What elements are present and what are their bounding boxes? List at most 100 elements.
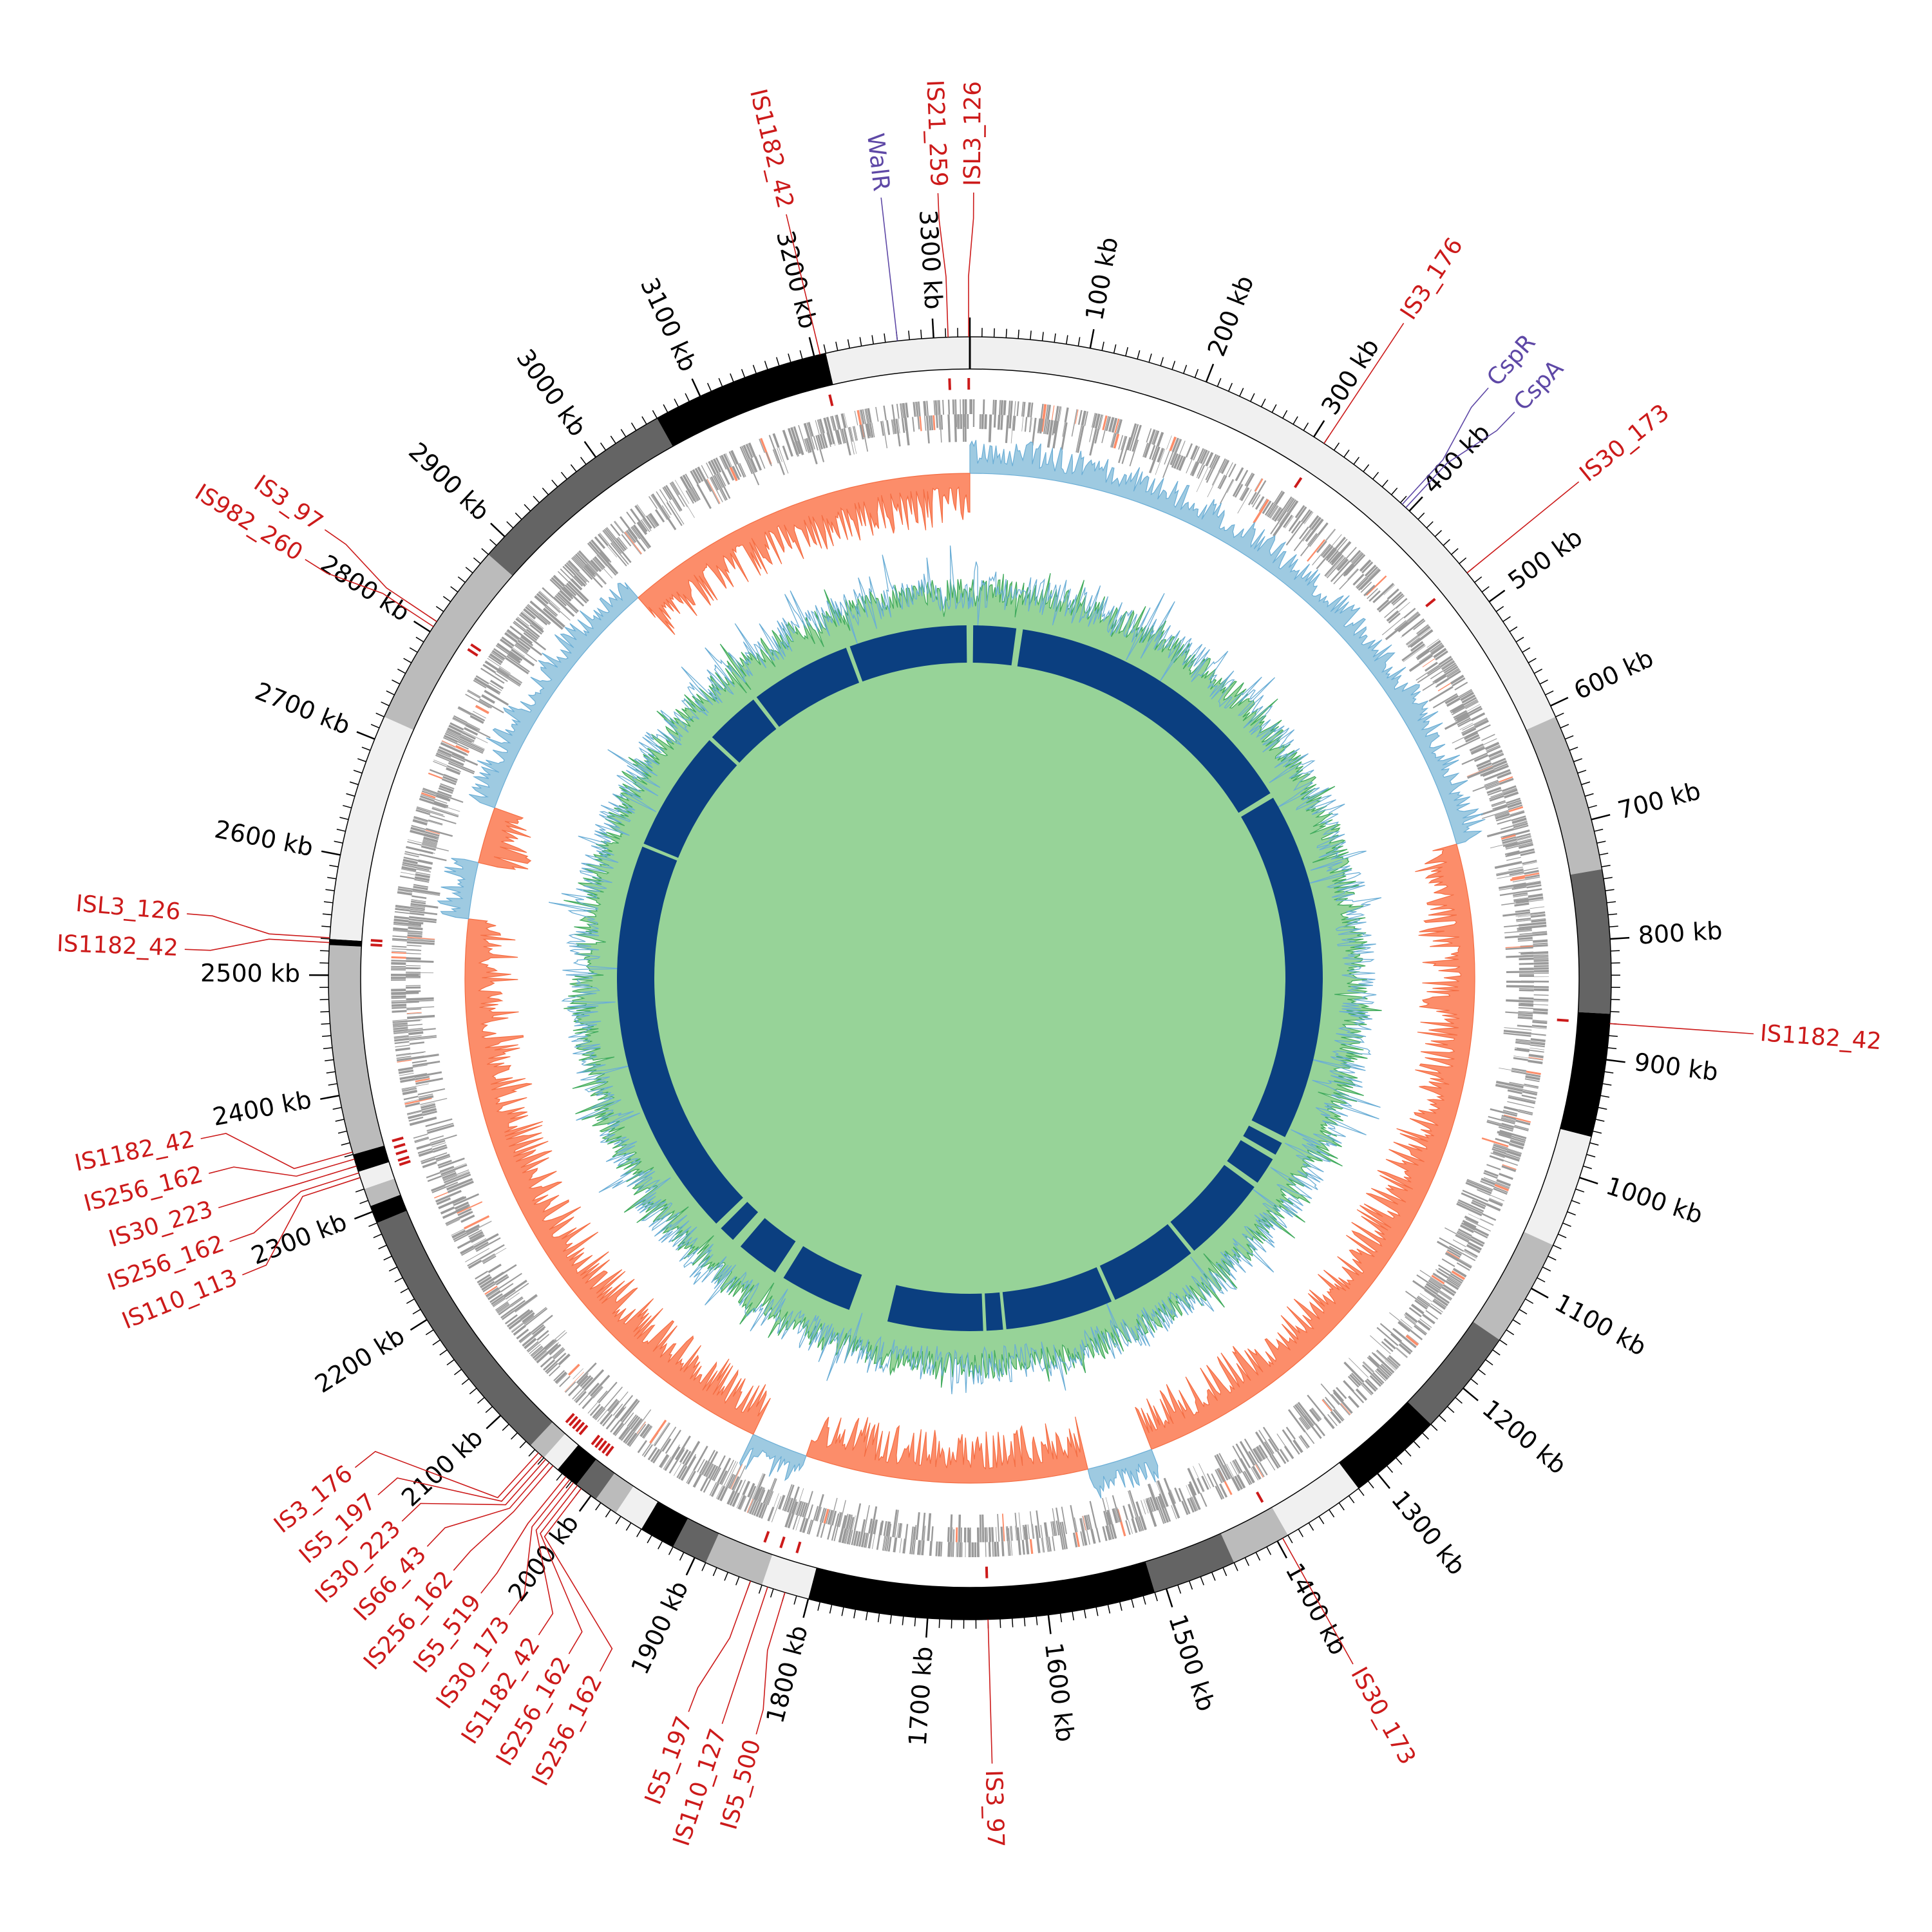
minor-tick bbox=[1030, 330, 1032, 340]
tick-label: 1700 kb bbox=[904, 1645, 938, 1747]
gc-skew-negative-region bbox=[1135, 843, 1475, 1450]
minor-tick bbox=[1107, 1604, 1111, 1614]
minor-tick bbox=[1367, 1481, 1374, 1489]
minor-tick bbox=[1603, 876, 1613, 880]
tick-label: 600 kb bbox=[1569, 644, 1658, 705]
minor-tick bbox=[1434, 530, 1442, 537]
minor-tick bbox=[1519, 1309, 1528, 1315]
minor-tick bbox=[565, 1481, 573, 1489]
ideogram-band-dark bbox=[1407, 1321, 1500, 1425]
minor-tick bbox=[1593, 1130, 1602, 1134]
minor-tick bbox=[741, 368, 746, 378]
major-tick bbox=[1610, 936, 1630, 940]
minor-tick bbox=[1386, 1465, 1394, 1473]
core-genome-segment bbox=[1099, 1224, 1191, 1300]
ideogram-band-light bbox=[1272, 1463, 1359, 1535]
ideogram-band-light bbox=[970, 337, 1556, 730]
minor-tick bbox=[473, 557, 481, 564]
ideogram-band-mid bbox=[1220, 1507, 1288, 1563]
ideogram-band-dark bbox=[673, 1518, 719, 1563]
ideogram-band-dark bbox=[488, 418, 673, 576]
label-leader-line bbox=[535, 1482, 574, 1636]
is-element-mark bbox=[399, 1160, 411, 1166]
is-element-label: ISL3_126 bbox=[960, 81, 987, 186]
label-leader-line bbox=[1405, 412, 1515, 508]
minor-tick bbox=[853, 1609, 857, 1618]
minor-tick bbox=[1417, 512, 1425, 520]
minor-tick bbox=[329, 864, 339, 867]
tick-label: 200 kb bbox=[1202, 272, 1259, 361]
minor-tick bbox=[1426, 521, 1434, 529]
major-tick bbox=[685, 1557, 696, 1576]
minor-tick bbox=[914, 1617, 916, 1627]
minor-tick bbox=[1492, 1349, 1501, 1356]
minor-tick bbox=[1095, 1607, 1099, 1616]
minor-tick bbox=[1041, 332, 1044, 341]
minor-tick bbox=[1604, 1071, 1614, 1074]
minor-tick bbox=[668, 1546, 674, 1555]
minor-tick bbox=[1439, 1415, 1446, 1423]
major-tick bbox=[1463, 1387, 1479, 1401]
minor-tick bbox=[1584, 793, 1594, 797]
ideogram-band-mid bbox=[705, 1533, 773, 1586]
minor-tick bbox=[1036, 1616, 1038, 1625]
minor-tick bbox=[355, 1188, 365, 1193]
gc-skew-positive-region bbox=[739, 1434, 807, 1481]
ideogram-band-light bbox=[358, 1162, 395, 1189]
core-genome-segment bbox=[972, 625, 1017, 666]
gc-skew-track bbox=[437, 440, 1486, 1499]
major-tick bbox=[1165, 1588, 1173, 1608]
ideogram-band-mid bbox=[1526, 717, 1602, 875]
is-element-label: IS1182_42 bbox=[1759, 1020, 1882, 1055]
core-genome-segment bbox=[1241, 797, 1323, 1137]
minor-tick bbox=[1188, 1580, 1193, 1590]
minor-tick bbox=[938, 1618, 940, 1628]
label-leader-line bbox=[184, 938, 330, 951]
minor-tick bbox=[515, 512, 522, 520]
minor-tick bbox=[1142, 1595, 1146, 1605]
is-element-mark bbox=[1425, 598, 1436, 608]
tick-label: 1300 kb bbox=[1386, 1485, 1471, 1580]
minor-tick bbox=[403, 658, 412, 663]
minor-tick bbox=[605, 1509, 611, 1518]
minor-tick bbox=[1125, 347, 1128, 356]
minor-tick bbox=[450, 586, 459, 592]
is-element-label: IS30_173 bbox=[1345, 1663, 1421, 1769]
ideogram-bands bbox=[328, 336, 1612, 1620]
minor-tick bbox=[1537, 1277, 1546, 1283]
minor-tick bbox=[1474, 576, 1482, 583]
minor-tick bbox=[1083, 1609, 1086, 1618]
minor-tick bbox=[1495, 606, 1504, 612]
minor-tick bbox=[489, 538, 497, 546]
minor-tick bbox=[359, 1200, 368, 1204]
is-element-label: IS3_97 bbox=[980, 1770, 1009, 1848]
minor-tick bbox=[335, 1119, 345, 1122]
minor-tick bbox=[793, 1595, 797, 1605]
minor-tick bbox=[368, 1222, 377, 1227]
minor-tick bbox=[610, 435, 616, 444]
minor-tick bbox=[1470, 1378, 1479, 1385]
minor-tick bbox=[406, 1298, 415, 1304]
minor-tick bbox=[1211, 1572, 1216, 1581]
minor-tick bbox=[537, 1457, 545, 1465]
gc-content-track bbox=[548, 545, 1382, 1394]
major-tick bbox=[1488, 589, 1506, 603]
minor-tick bbox=[336, 828, 346, 832]
minor-tick bbox=[392, 679, 401, 685]
tick-label: 2800 kb bbox=[316, 549, 415, 627]
major-tick bbox=[1550, 697, 1569, 707]
gc-skew-negative-region bbox=[464, 918, 771, 1435]
core-genome-segment bbox=[849, 625, 967, 682]
ideogram-band-light bbox=[762, 1554, 817, 1599]
minor-tick bbox=[469, 1388, 477, 1395]
minor-tick bbox=[326, 1071, 336, 1074]
minor-tick bbox=[320, 938, 330, 940]
minor-tick bbox=[859, 337, 862, 346]
minor-tick bbox=[394, 1277, 403, 1283]
label-leader-line bbox=[480, 1476, 567, 1594]
is-element-mark bbox=[1557, 1018, 1569, 1022]
minor-tick bbox=[1413, 1441, 1421, 1448]
minor-tick bbox=[871, 335, 874, 345]
minor-tick bbox=[412, 1309, 421, 1315]
